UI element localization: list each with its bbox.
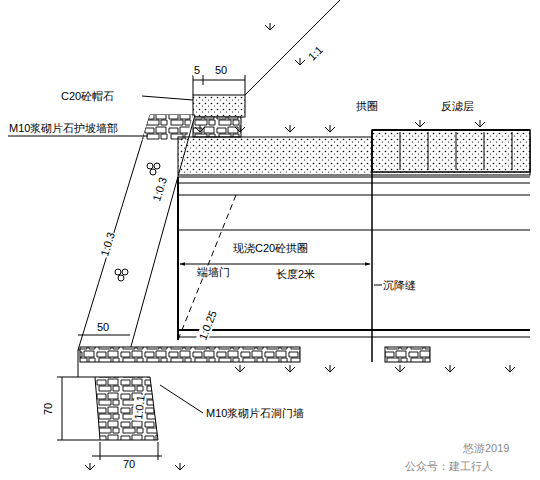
drawing-label: 70: [122, 458, 136, 470]
grass-mark: [395, 365, 405, 372]
drawing-label: 1:1: [305, 43, 326, 64]
drawing-label: 拱圈: [355, 100, 379, 112]
grass-mark: [415, 120, 425, 127]
arch-segment: [512, 132, 513, 170]
drawing-label: 反滤层: [440, 100, 475, 112]
drawing-label: C20砼帽石: [60, 90, 115, 102]
grass-mark: [85, 463, 95, 470]
grass-mark: [265, 23, 275, 30]
grass-mark: [285, 125, 295, 132]
drawing-label: 50: [96, 321, 110, 333]
grass-mark: [195, 125, 205, 132]
drawing-label: 70: [42, 402, 54, 416]
grass-mark: [295, 58, 305, 65]
grass-mark: [235, 365, 245, 372]
arch-segment: [484, 132, 485, 170]
grass-mark: [505, 365, 515, 372]
grass-mark: [325, 125, 335, 132]
drawing-label: 沉降缝: [382, 279, 417, 291]
watermark: 公众号：建工行人: [404, 460, 494, 472]
drawing-label: 端墙门: [196, 266, 231, 278]
arch-segment: [400, 132, 401, 170]
drawing-label: M10浆砌片石洞门墙: [205, 407, 305, 419]
drawing-label: M10浆砌片石护坡墙部: [8, 122, 119, 134]
arch-segment: [456, 132, 457, 170]
drawing-label: 长度2米: [275, 268, 316, 280]
grass-mark: [285, 365, 295, 372]
grass-mark: [445, 365, 455, 372]
drawing-label: 5: [193, 64, 201, 76]
grass-mark: [175, 463, 185, 470]
grass-mark: [475, 120, 485, 127]
drawing-label: 现浇C20砼拱圈: [232, 242, 309, 254]
grass-mark: [235, 125, 245, 132]
watermark: 悠游2019: [462, 442, 510, 454]
drawing-label: 50: [214, 64, 228, 76]
grass-mark: [325, 365, 335, 372]
arch-segment: [428, 132, 429, 170]
